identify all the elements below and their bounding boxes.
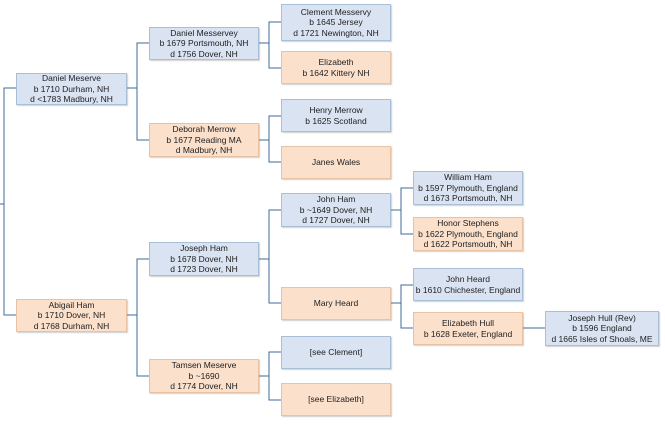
person-death: d 1768 Durham, NH xyxy=(33,320,110,331)
person-birth: b 1597 Plymouth, England xyxy=(418,182,518,193)
person-name: [see Elizabeth] xyxy=(308,394,364,405)
person-box-elizabeth[interactable]: Elizabeth b 1642 Kittery NH xyxy=(281,51,391,84)
person-box-tamsen-meserve[interactable]: Tamsen Meserve b ~1690 d 1774 Dover, NH xyxy=(149,359,259,393)
person-name: Janes Wales xyxy=(311,157,361,168)
person-name: Clement Messervy xyxy=(300,6,372,17)
person-box-mary-heard[interactable]: Mary Heard xyxy=(281,287,391,320)
person-birth: b 1677 Reading MA xyxy=(166,134,242,145)
person-death: d 1665 Isles of Shoals, ME xyxy=(551,333,653,344)
person-name: William Ham xyxy=(444,172,492,183)
person-death: d 1622 Portsmouth, NH xyxy=(423,239,513,250)
person-box-deborah-merrow[interactable]: Deborah Merrow b 1677 Reading MA d Madbu… xyxy=(149,123,259,157)
person-death: d 1723 Dover, NH xyxy=(170,264,238,275)
person-name: Honor Stephens xyxy=(437,218,499,229)
person-box-daniel-meserve[interactable]: Daniel Meserve b 1710 Durham, NH d <1783… xyxy=(16,73,127,105)
person-birth: b 1622 Plymouth, England xyxy=(418,228,518,239)
person-death: d 1756 Dover, NH xyxy=(170,48,238,59)
person-death: d 1774 Dover, NH xyxy=(170,381,238,392)
person-box-see-elizabeth[interactable]: [see Elizabeth] xyxy=(281,383,391,416)
person-name: Joseph Ham xyxy=(180,243,228,254)
person-birth: b 1710 Dover, NH xyxy=(37,310,106,321)
person-box-john-heard[interactable]: John Heard b 1610 Chichester, England xyxy=(413,268,523,301)
person-box-janes-wales[interactable]: Janes Wales xyxy=(281,146,391,179)
person-box-see-clement[interactable]: [see Clement] xyxy=(281,336,391,369)
person-name: [see Clement] xyxy=(309,347,363,358)
person-birth: b 1610 Chichester, England xyxy=(415,284,521,295)
person-name: John Ham xyxy=(316,194,356,205)
person-name: Henry Merrow xyxy=(309,105,363,115)
person-name: Mary Heard xyxy=(313,298,359,309)
person-box-honor-stephens[interactable]: Honor Stephens b 1622 Plymouth, England … xyxy=(413,217,523,251)
person-name: Elizabeth Hull xyxy=(442,318,494,328)
person-birth: b ~1690 xyxy=(188,370,220,381)
person-birth: b 1625 Scotland xyxy=(305,115,367,126)
person-birth: b 1645 Jersey xyxy=(309,17,363,28)
person-birth: b ~1649 Dover, NH xyxy=(299,204,373,215)
person-name: Tamsen Meserve xyxy=(171,360,237,371)
person-box-john-ham[interactable]: John Ham b ~1649 Dover, NH d 1727 Dover,… xyxy=(281,193,391,227)
person-box-joseph-hull[interactable]: Joseph Hull (Rev) b 1596 England d 1665 … xyxy=(545,311,659,346)
person-box-william-ham[interactable]: William Ham b 1597 Plymouth, England d 1… xyxy=(413,171,523,205)
person-name: Abigail Ham xyxy=(48,299,95,310)
person-name: Joseph Hull (Rev) xyxy=(568,312,636,323)
person-name: Daniel Meserve xyxy=(41,73,102,84)
person-birth: b 1679 Portsmouth, NH xyxy=(159,38,249,49)
person-birth: b 1678 Dover, NH xyxy=(170,253,238,264)
person-birth: b 1710 Durham, NH xyxy=(33,83,110,94)
person-birth: b 1596 England xyxy=(572,323,632,334)
person-death: d 1673 Portsmouth, NH xyxy=(423,193,513,204)
person-box-clement-messervy[interactable]: Clement Messervy b 1645 Jersey d 1721 Ne… xyxy=(281,4,391,41)
person-box-elizabeth-hull[interactable]: Elizabeth Hull b 1628 Exeter, England xyxy=(413,312,523,345)
person-death: d 1721 Newington, NH xyxy=(293,27,379,38)
person-box-daniel-messervey[interactable]: Daniel Messervey b 1679 Portsmouth, NH d… xyxy=(149,27,259,60)
person-name: Elizabeth xyxy=(318,57,354,67)
person-box-joseph-ham[interactable]: Joseph Ham b 1678 Dover, NH d 1723 Dover… xyxy=(149,242,259,276)
person-box-henry-merrow[interactable]: Henry Merrow b 1625 Scotland xyxy=(281,99,391,132)
person-name: Deborah Merrow xyxy=(172,124,236,135)
person-death: d 1727 Dover, NH xyxy=(302,215,370,226)
person-box-abigail-ham[interactable]: Abigail Ham b 1710 Dover, NH d 1768 Durh… xyxy=(16,299,127,332)
person-name: Daniel Messervey xyxy=(170,27,238,38)
person-birth: b 1642 Kittery NH xyxy=(302,67,370,78)
person-death: d Madbury, NH xyxy=(175,145,233,156)
person-name: John Heard xyxy=(446,274,490,284)
person-death: d <1783 Madbury, NH xyxy=(30,94,113,105)
person-birth: b 1628 Exeter, England xyxy=(423,328,513,339)
